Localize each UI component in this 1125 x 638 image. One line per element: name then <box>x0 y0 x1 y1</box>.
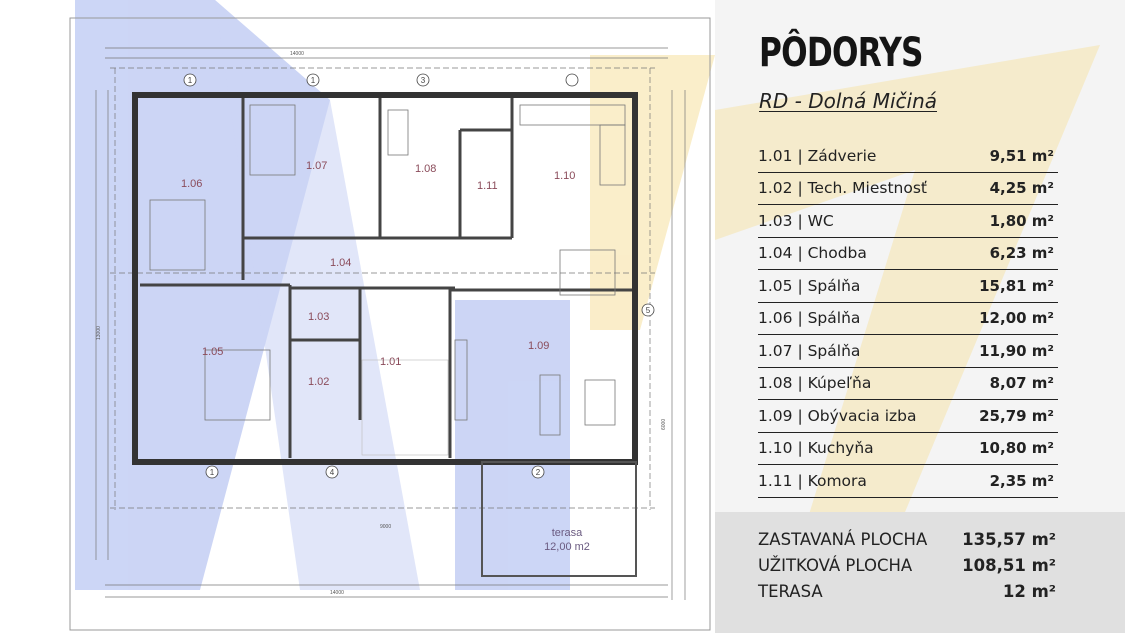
room-name: 1.08 | Kúpeľňa <box>758 374 872 393</box>
room-label: 1.11 <box>477 180 498 192</box>
room-label: 1.03 <box>308 311 329 323</box>
room-area: 2,35 m² <box>989 471 1054 490</box>
room-name: 1.10 | Kuchyňa <box>758 439 874 458</box>
room-name: 1.09 | Obývacia izba <box>758 406 917 425</box>
axis-label: 1 <box>311 76 316 85</box>
room-name: 1.11 | Komora <box>758 471 867 490</box>
room-row: 1.01 | Zádverie 9,51 m² <box>758 140 1058 173</box>
room-label: 1.05 <box>202 346 223 358</box>
room-name: 1.04 | Chodba <box>758 244 867 263</box>
room-row: 1.11 | Komora 2,35 m² <box>758 465 1058 498</box>
room-name: 1.03 | WC <box>758 211 834 230</box>
room-row: 1.05 | Spálňa 15,81 m² <box>758 270 1058 303</box>
dim-text: 9000 <box>380 524 391 530</box>
room-row: 1.06 | Spálňa 12,00 m² <box>758 303 1058 335</box>
dimension-lines <box>95 47 686 600</box>
axis-label: 1 <box>188 76 193 85</box>
room-area: 10,80 m² <box>979 439 1054 458</box>
logo-watermark <box>75 0 715 590</box>
room-row: 1.07 | Spálňa 11,90 m² <box>758 335 1058 368</box>
room-label: 1.01 <box>380 356 401 368</box>
total-label: TERASA <box>758 582 823 601</box>
room-label: 1.08 <box>415 163 436 175</box>
total-row: TERASA 12 m² <box>758 582 1056 601</box>
axis-label: 4 <box>330 468 335 477</box>
room-name: 1.02 | Tech. Miestnosť <box>758 179 927 198</box>
furniture <box>149 104 626 436</box>
total-label: UŽITKOVÁ PLOCHA <box>758 556 913 575</box>
outer-wall <box>132 92 638 465</box>
total-value: 12 m² <box>1002 582 1056 601</box>
total-row: ZASTAVANÁ PLOCHA 135,57 m² <box>758 530 1056 549</box>
room-area: 11,90 m² <box>979 341 1054 360</box>
room-area: 25,79 m² <box>979 406 1054 425</box>
room-label: 1.10 <box>554 170 575 182</box>
dim-text: 14000 <box>330 590 344 596</box>
terrace <box>481 461 637 577</box>
floor-plan: 14000 14000 13000 9000 6000 1 1 3 5 1 4 … <box>69 0 715 631</box>
room-label: 1.09 <box>528 340 549 352</box>
room-name: 1.05 | Spálňa <box>758 276 861 295</box>
room-area: 15,81 m² <box>979 276 1054 295</box>
dim-text: 14000 <box>290 51 304 57</box>
room-row: 1.02 | Tech. Miestnosť 4,25 m² <box>758 173 1058 205</box>
axis-markers <box>183 73 655 479</box>
room-row: 1.04 | Chodba 6,23 m² <box>758 238 1058 270</box>
room-row: 1.03 | WC 1,80 m² <box>758 205 1058 238</box>
total-label: ZASTAVANÁ PLOCHA <box>758 530 928 549</box>
project-subtitle: RD - Dolná Mičiná <box>759 89 938 113</box>
dim-text: 6000 <box>661 419 667 430</box>
terrace-area: 12,00 m2 <box>544 541 590 553</box>
room-row: 1.08 | Kúpeľňa 8,07 m² <box>758 368 1058 400</box>
axis-label: 3 <box>421 76 426 85</box>
room-label: 1.02 <box>308 376 329 388</box>
dim-text: 13000 <box>96 326 102 340</box>
room-area: 4,25 m² <box>989 179 1054 198</box>
terrace-label: terasa <box>552 527 583 539</box>
room-area: 8,07 m² <box>989 374 1054 393</box>
floor-plan-drawing: 14000 14000 13000 9000 6000 1 1 3 5 1 4 … <box>69 0 715 631</box>
room-area: 12,00 m² <box>979 309 1054 328</box>
axis-label: 2 <box>536 468 541 477</box>
room-row: 1.09 | Obývacia izba 25,79 m² <box>758 400 1058 433</box>
logo-watermark-yellow <box>715 45 1100 560</box>
entry-tiles <box>361 359 449 456</box>
total-value: 135,57 m² <box>962 530 1056 549</box>
room-area: 1,80 m² <box>989 211 1054 230</box>
room-label: 1.07 <box>306 160 327 172</box>
total-value: 108,51 m² <box>962 556 1056 575</box>
interior-walls <box>140 98 632 458</box>
room-area: 9,51 m² <box>989 146 1054 165</box>
room-area: 6,23 m² <box>989 244 1054 263</box>
sheet-border <box>69 17 711 631</box>
totals-section <box>715 512 1125 633</box>
room-list: 1.01 | Zádverie 9,51 m² 1.02 | Tech. Miest… <box>758 140 1058 498</box>
room-name: 1.06 | Spálňa <box>758 309 861 328</box>
room-label: 1.04 <box>330 257 351 269</box>
room-summary-panel: PÔDORYS RD - Dolná Mičiná 1.01 | Zádveri… <box>715 0 1125 633</box>
room-label: 1.06 <box>181 178 202 190</box>
axis-label: 1 <box>210 468 215 477</box>
axis-label: 5 <box>646 306 651 315</box>
room-row: 1.10 | Kuchyňa 10,80 m² <box>758 433 1058 465</box>
total-row: UŽITKOVÁ PLOCHA 108,51 m² <box>758 556 1056 575</box>
room-name: 1.07 | Spálňa <box>758 341 861 360</box>
page-title: PÔDORYS <box>759 30 924 76</box>
room-name: 1.01 | Zádverie <box>758 146 877 165</box>
